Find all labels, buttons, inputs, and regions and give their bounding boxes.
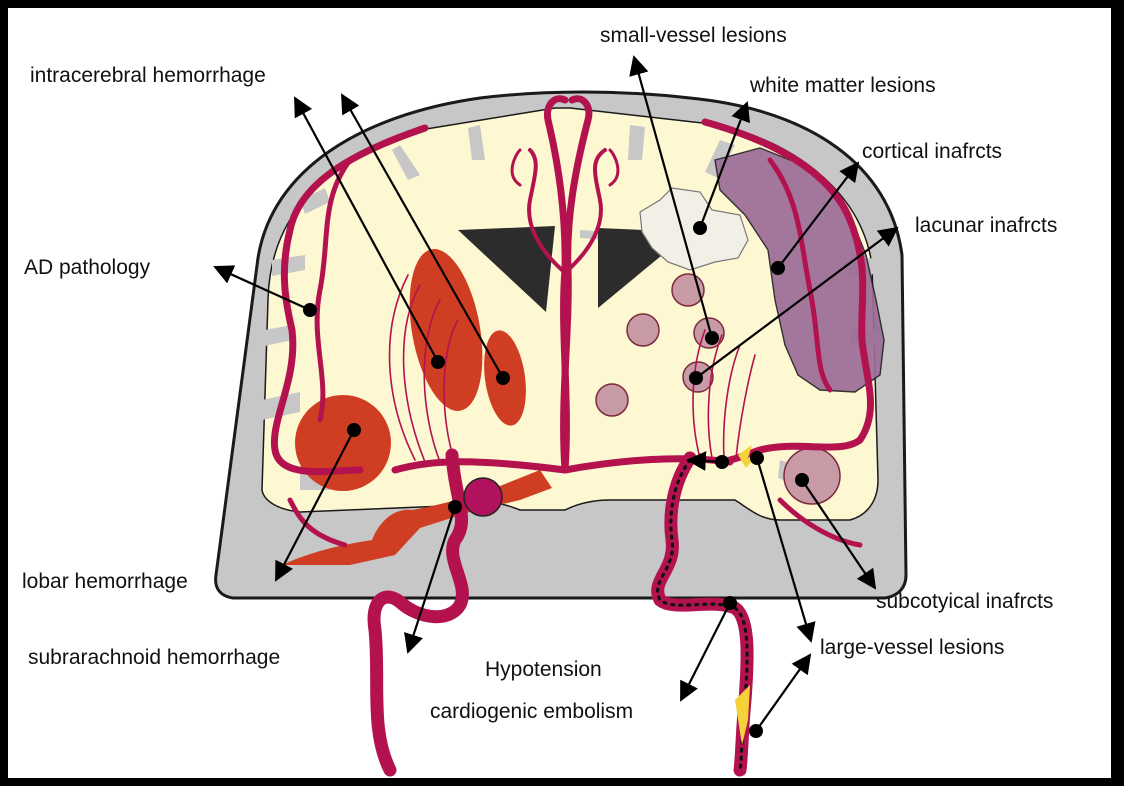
label-large-vessel-lesions: large-vessel lesions	[820, 636, 1004, 659]
label-hypotension: Hypotension	[485, 658, 602, 681]
arrow-cardiogenic	[681, 603, 730, 700]
brain-lesion-diagram: intracerebral hemorrhage small-vessel le…	[8, 8, 1111, 778]
label-ad-pathology: AD pathology	[24, 256, 151, 279]
aneurysm	[464, 478, 502, 516]
label-subcortical-infarcts: subcotyical inafrcts	[876, 590, 1053, 613]
label-lacunar-infarcts: lacunar inafrcts	[915, 214, 1057, 237]
diagram-frame: intracerebral hemorrhage small-vessel le…	[8, 8, 1111, 778]
label-cardiogenic-embolism: cardiogenic embolism	[430, 700, 633, 723]
label-white-matter-lesions: white matter lesions	[749, 74, 936, 97]
label-subarachnoid-hemorrhage: subrarachnoid hemorrhage	[28, 646, 280, 669]
arrow-large-vessel-2	[756, 655, 810, 731]
label-intracerebral-hemorrhage: intracerebral hemorrhage	[30, 64, 266, 87]
label-lobar-hemorrhage: lobar hemorrhage	[22, 570, 188, 593]
label-small-vessel-lesions: small-vessel lesions	[600, 24, 787, 47]
label-cortical-infarcts: cortical inafrcts	[862, 140, 1002, 163]
lobar-hemorrhage	[295, 395, 391, 491]
